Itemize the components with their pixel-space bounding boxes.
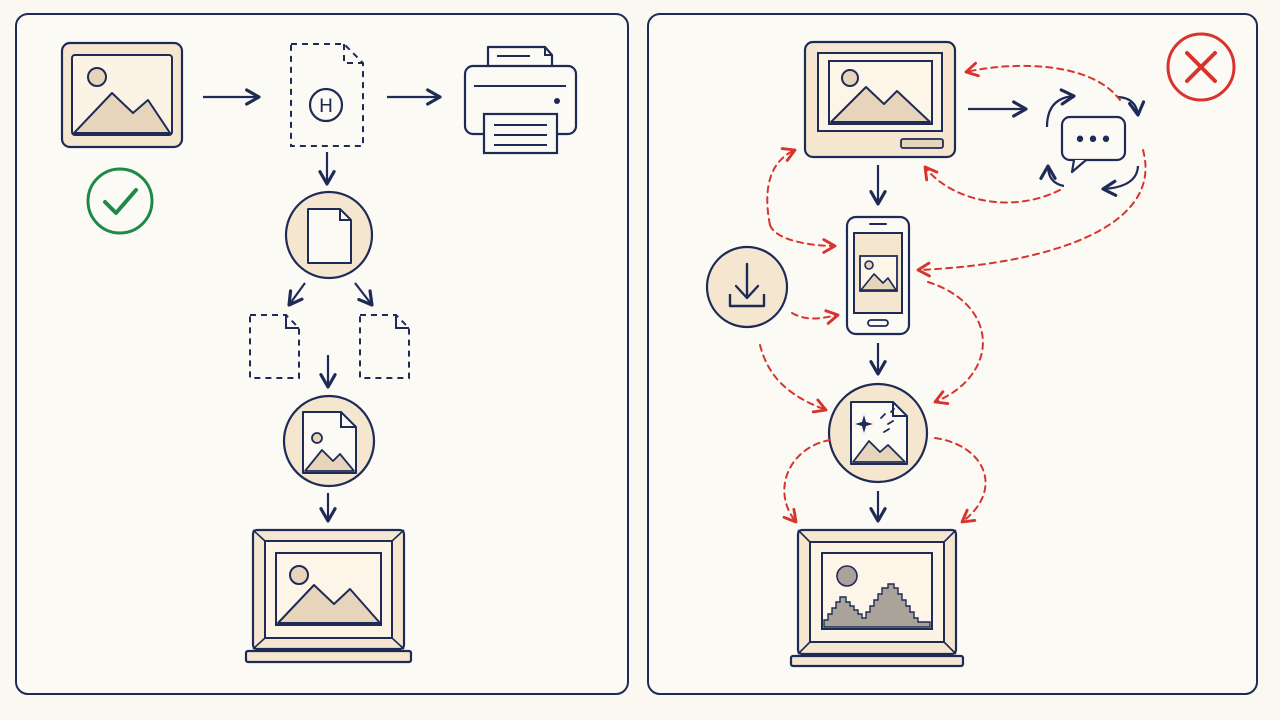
red-arrow-edited-to-left-display: [782, 439, 831, 524]
arrow-file-to-copy-a: [287, 282, 306, 307]
red-arrow-chat-loop-to-monitor: [923, 165, 1061, 204]
phone-image-icon: [845, 215, 911, 336]
x-circle-icon: [1166, 32, 1236, 102]
dashed-red-feedback-arrows: [759, 61, 1147, 524]
image-file-icon: [282, 394, 376, 488]
red-arrow-phone-to-monitor: [766, 147, 797, 226]
dashed-file-icon: [249, 314, 300, 379]
red-arrow-phone-to-edited: [927, 281, 984, 406]
source-image-icon: [60, 41, 184, 149]
document-h-icon: H: [290, 43, 364, 147]
red-arrow-loop-to-phone: [769, 224, 837, 254]
red-arrow-edited-to-right-display: [934, 437, 987, 524]
sparkle-image-file-icon: [827, 382, 929, 484]
laptop-pixelated-image-icon: [789, 528, 965, 668]
chat-dots: •••: [1074, 128, 1113, 153]
laptop-image-icon: [244, 528, 413, 664]
download-icon: [705, 245, 789, 329]
left-panel: H: [15, 13, 629, 695]
monitor-image-icon: [803, 40, 957, 159]
red-arrow-chat-to-phone: [916, 149, 1147, 278]
chat-cycle-icon: •••: [1039, 88, 1146, 197]
red-arrow-download-to-edited: [759, 344, 828, 414]
red-arrow-download-to-phone: [791, 309, 840, 325]
red-arrow-chat-to-monitor: [964, 61, 1121, 101]
hash-letter: H: [319, 95, 333, 117]
dashed-file-icon: [359, 314, 410, 379]
arrow-file-to-copy-b: [354, 282, 374, 307]
check-circle-icon: [86, 167, 154, 235]
right-panel: •••: [647, 13, 1258, 695]
file-icon: [284, 190, 374, 280]
printer-icon: [463, 45, 578, 155]
